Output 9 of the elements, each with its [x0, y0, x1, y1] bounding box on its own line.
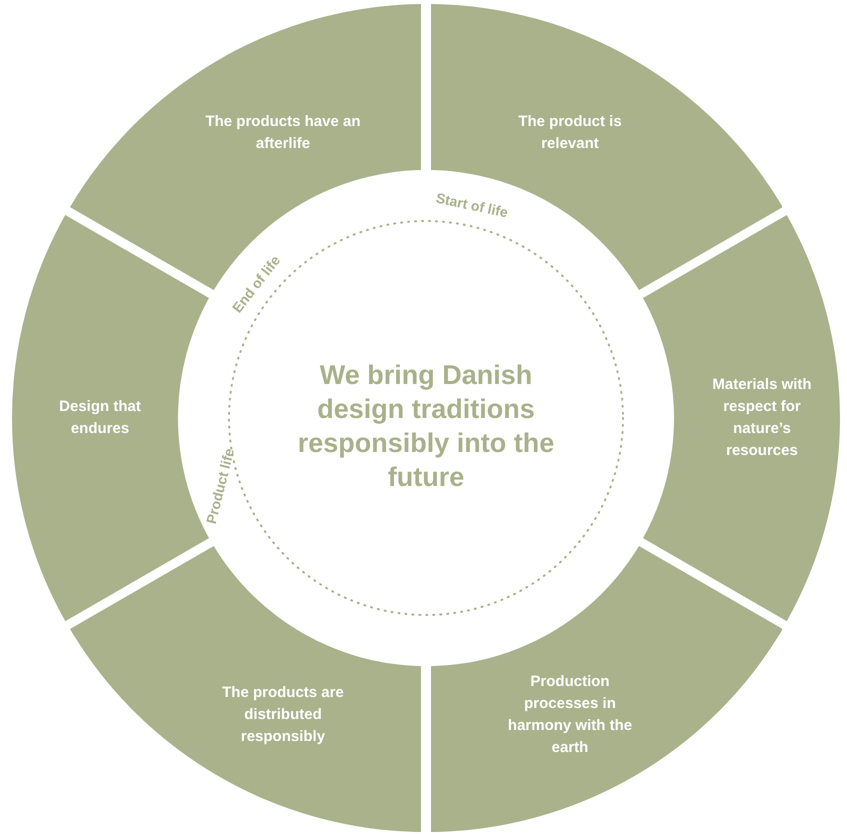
segment-label: The products have an afterlife — [204, 112, 362, 154]
segment-label: Design that endures — [58, 396, 142, 439]
phase-label: Product life — [202, 446, 238, 526]
centre-statement: We bring Danish design traditions responsibly into the future — [296, 358, 556, 494]
phase-label: Start of life — [434, 188, 510, 222]
segment-label: The products are distributed responsibly — [221, 682, 345, 747]
segment-label: The product is relevant — [517, 112, 623, 154]
segment-label: Materials with respect for nature’s resources — [711, 374, 813, 461]
segment-label: Production processes in harmony with the earth — [506, 672, 634, 758]
